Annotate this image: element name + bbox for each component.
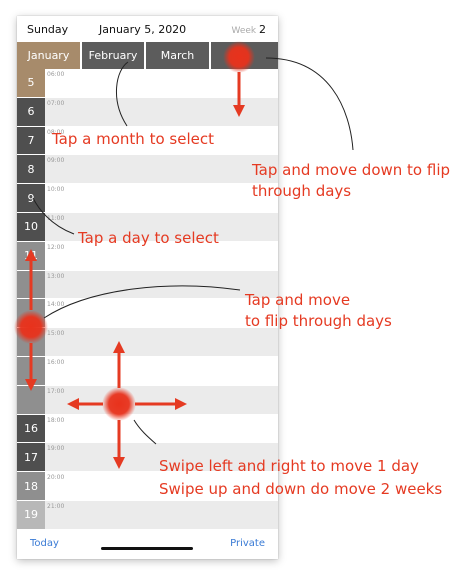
annotation-tap-month: Tap a month to select (52, 130, 214, 148)
hour-band[interactable] (45, 241, 278, 270)
hour-label: 10:00 (47, 186, 65, 194)
annotation-swipe-2: Swipe up and down do move 2 weeks (159, 480, 443, 498)
day-number[interactable]: 18 (17, 472, 45, 500)
touch-point-month-bar (223, 41, 255, 73)
week-indicator: Week 2 (231, 23, 266, 36)
hour-band[interactable] (45, 443, 278, 472)
day-number[interactable]: 19 (17, 501, 45, 529)
touch-point-day-column (14, 310, 48, 344)
date-label: January 5, 2020 (99, 23, 187, 36)
month-bar[interactable]: January February March (17, 42, 278, 69)
bottom-bar: Today Private (17, 530, 278, 559)
week-label: Week (231, 26, 257, 36)
day-number[interactable]: 5 (17, 69, 45, 97)
hour-band[interactable] (45, 155, 278, 184)
hour-band[interactable] (45, 184, 278, 212)
day-number[interactable]: 16 (17, 414, 45, 443)
hour-band[interactable] (45, 299, 278, 328)
hour-band[interactable] (45, 213, 278, 241)
day-number[interactable]: 7 (17, 126, 45, 155)
hour-band[interactable] (45, 126, 278, 155)
hour-band[interactable] (45, 328, 278, 356)
hour-label: 13:00 (47, 272, 65, 280)
today-button[interactable]: Today (30, 538, 59, 549)
hour-band[interactable] (45, 270, 278, 299)
hour-label: 19:00 (47, 445, 65, 453)
month-tab-february[interactable]: February (82, 42, 146, 69)
hour-label: 16:00 (47, 359, 65, 366)
annotation-flip-days-1: Tap and move down to flip (252, 161, 451, 179)
week-number: 2 (259, 23, 266, 36)
hour-label: 09:00 (47, 157, 65, 165)
pointer-line-swipe (133, 419, 157, 445)
day-number[interactable]: 10 (17, 213, 45, 241)
hour-label: 08:00 (47, 128, 65, 136)
annotation-tap-day: Tap a day to select (78, 229, 219, 247)
home-indicator[interactable] (101, 547, 193, 550)
month-tab-january[interactable]: January (17, 42, 82, 69)
hour-label: 07:00 (47, 99, 65, 107)
hour-label: 18:00 (47, 416, 65, 424)
annotation-swipe-1: Swipe left and right to move 1 day (159, 457, 419, 475)
day-row[interactable]: 17:00 (17, 385, 278, 415)
day-number[interactable]: 9 (17, 184, 45, 212)
weekday-label: Sunday (27, 23, 69, 36)
hour-band[interactable] (45, 357, 278, 385)
hour-label: 20:00 (47, 474, 65, 482)
hour-label: 15:00 (47, 330, 65, 338)
annotation-tap-move-1: Tap and move (245, 291, 351, 309)
pointer-line-month (115, 61, 129, 127)
hour-label: 12:00 (47, 243, 65, 251)
touch-point-swipe (102, 387, 136, 421)
pointer-line-flip-left (43, 285, 241, 319)
hour-label: 17:00 (47, 387, 65, 395)
hour-label: 21:00 (47, 503, 65, 510)
hour-band[interactable] (45, 501, 278, 529)
pointer-line-day (32, 197, 75, 235)
day-number[interactable]: 17 (17, 443, 45, 472)
calendar-header: Sunday January 5, 2020 Week 2 (17, 16, 278, 42)
day-list[interactable]: 506:00607:00708:00809:00910:001011:00111… (17, 69, 278, 530)
month-tab-march[interactable]: March (146, 42, 211, 69)
hour-band[interactable] (45, 414, 278, 443)
annotation-flip-days-2: through days (252, 182, 352, 200)
day-number[interactable]: 8 (17, 155, 45, 184)
annotation-tap-move-2: to flip through days (245, 312, 392, 330)
private-button[interactable]: Private (230, 538, 265, 549)
hour-label: 11:00 (47, 215, 65, 222)
hour-band[interactable] (45, 472, 278, 500)
day-number[interactable]: 6 (17, 97, 45, 126)
pointer-line-flip-top (265, 57, 354, 151)
hour-label: 14:00 (47, 301, 65, 309)
hour-label: 06:00 (47, 71, 65, 78)
hour-band[interactable] (45, 385, 278, 414)
